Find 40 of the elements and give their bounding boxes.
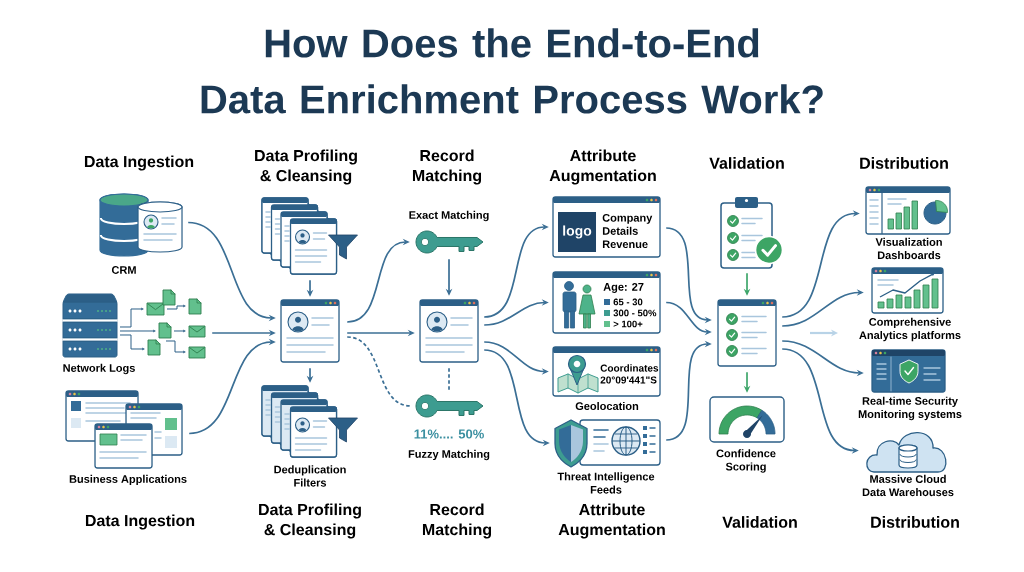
icon-label: Massive Cloud Data Warehouses (862, 474, 954, 497)
icon-label: Geolocation (575, 401, 639, 411)
icon-label: Deduplication Filters (274, 465, 346, 487)
icon-label: Confidence Scoring (716, 449, 776, 473)
card-text: Coordinates (600, 364, 659, 372)
profile-document-icon (419, 299, 479, 363)
dashed-line (346, 336, 412, 407)
icon-label: Exact Matching (409, 210, 489, 222)
column-heading: Record Matching (412, 149, 482, 185)
icon-label: Business Applications (69, 474, 187, 486)
column-heading: Distribution (860, 157, 948, 169)
icon-label: Visualization Dashboards (875, 237, 942, 260)
icon-label: CRM (111, 266, 136, 274)
icon-label: Real-time Security Monitoring systems (858, 396, 962, 421)
column-heading: Distribution (871, 516, 959, 528)
column-heading: Data Ingestion (84, 155, 194, 171)
icon-label: Fuzzy Matching (408, 449, 490, 461)
column-heading: Data Ingestion (85, 514, 195, 530)
card-text: > 100+ (613, 320, 643, 328)
card-text: 20°09'441"S (600, 376, 657, 384)
range-label: 11%.... 50% (414, 429, 484, 439)
column-heading: Validation (709, 157, 784, 169)
card-text: Company Details Revenue (602, 213, 653, 249)
column-heading: Data Profiling & Cleansing (259, 503, 361, 539)
column-heading: Attribute Augmentation (558, 503, 665, 539)
card-text: 65 - 30 (613, 298, 643, 306)
dashed-line (448, 367, 450, 393)
checklist-icon (717, 299, 777, 367)
title: How Does the End-to-End Data Enrichment Process Work? (201, 28, 823, 114)
card-text: Age: 27 (603, 283, 644, 293)
clipboard-icon (720, 197, 784, 269)
card-text: 300 - 50% (613, 309, 657, 317)
icon-label: Network Logs (63, 363, 135, 375)
profile-document-icon (280, 299, 340, 363)
column-heading: Record Matching (422, 503, 492, 539)
label-tile: logo (558, 212, 596, 252)
icon-label: Threat Intelligence Feeds (557, 472, 655, 494)
icon-label: Comprehensive Analytics platforms (859, 317, 961, 342)
column-heading: Validation (722, 516, 797, 528)
document-stack-icon (261, 197, 358, 275)
